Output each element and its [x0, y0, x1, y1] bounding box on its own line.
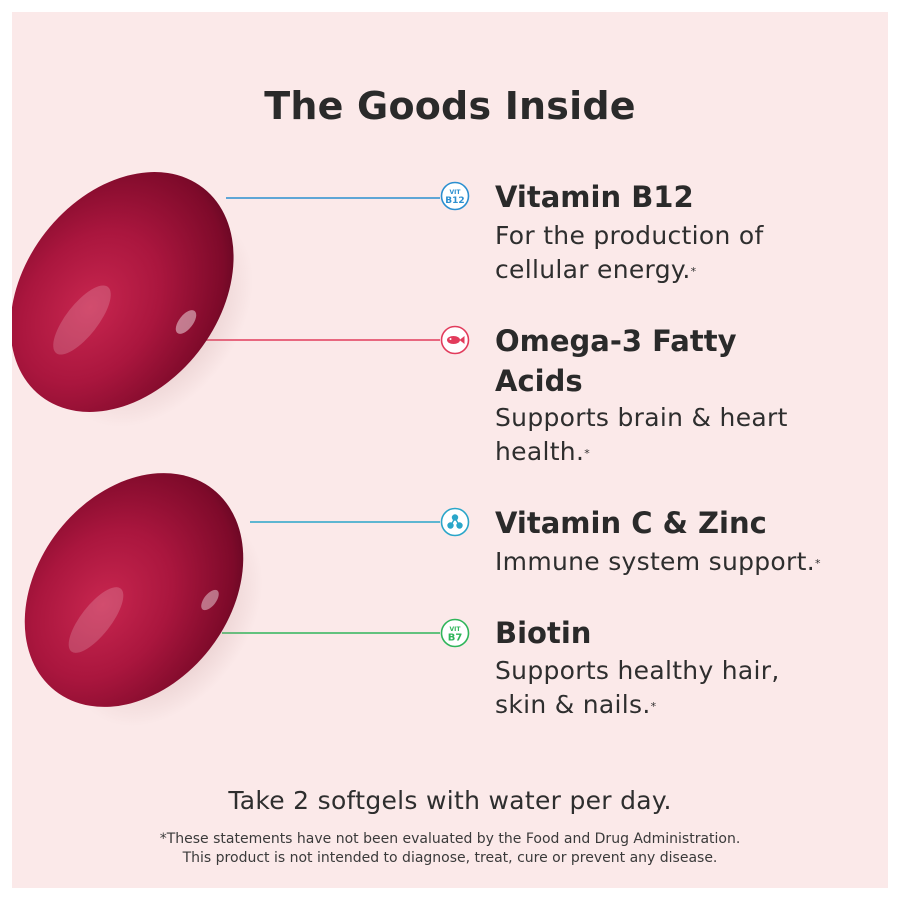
- page-title: The Goods Inside: [264, 84, 636, 128]
- ingredient-name-omega3: Omega-3 Fatty Acids: [495, 321, 855, 401]
- vit-b12-icon-bottom: B12: [445, 196, 464, 206]
- vit-b12-icon-top: VIT: [450, 189, 462, 196]
- ingredient-desc-vitc-zinc-line1: Immune system support.*: [495, 547, 821, 576]
- ingredient-desc-b12-line2: cellular energy.*: [495, 255, 697, 284]
- disclaimer-line-1: *These statements have not been evaluate…: [159, 831, 741, 847]
- ingredient-name-omega3-line1: Omega-3 Fatty: [495, 324, 737, 358]
- ingredient-name-omega3-line2: Acids: [495, 364, 583, 398]
- disclaimer-mark: *: [584, 447, 590, 460]
- vit-b7-icon-bottom: B7: [448, 633, 463, 644]
- ingredient-name-b12: Vitamin B12: [495, 180, 694, 214]
- disclaimer-line-2: This product is not intended to diagnose…: [182, 850, 718, 866]
- vit-b7-icon: VIT B7: [440, 618, 470, 648]
- ingredient-desc-biotin-line2: skin & nails.*: [495, 690, 657, 719]
- ingredient-name-biotin: Biotin: [495, 616, 592, 650]
- vit-b12-icon: VIT B12: [440, 181, 470, 211]
- ingredient-desc-vitc-zinc: Immune system support.*: [495, 545, 875, 579]
- disclaimer-mark: *: [650, 700, 657, 713]
- dosage-instructions: Take 2 softgels with water per day.: [228, 786, 672, 815]
- disclaimer-mark: *: [690, 265, 697, 278]
- ingredient-desc-b12-line1: For the production of: [495, 221, 764, 250]
- vit-b7-icon-top: VIT: [450, 626, 462, 633]
- ingredient-desc-biotin-line1: Supports healthy hair,: [495, 656, 780, 685]
- ingredient-desc-b12: For the production of cellular energy.*: [495, 219, 875, 287]
- ingredient-name-vitc-zinc: Vitamin C & Zinc: [495, 506, 767, 540]
- ingredient-desc-biotin: Supports healthy hair, skin & nails.*: [495, 654, 875, 722]
- molecule-icon: [440, 507, 470, 537]
- ingredient-desc-omega3: Supports brain & heart health.*: [495, 401, 875, 469]
- infographic-panel: [12, 12, 888, 888]
- fish-icon: [440, 325, 470, 355]
- ingredient-desc-omega3-line2: health.*: [495, 437, 590, 466]
- ingredient-desc-omega3-line1: Supports brain & heart: [495, 403, 788, 432]
- disclaimer-mark: *: [814, 557, 821, 570]
